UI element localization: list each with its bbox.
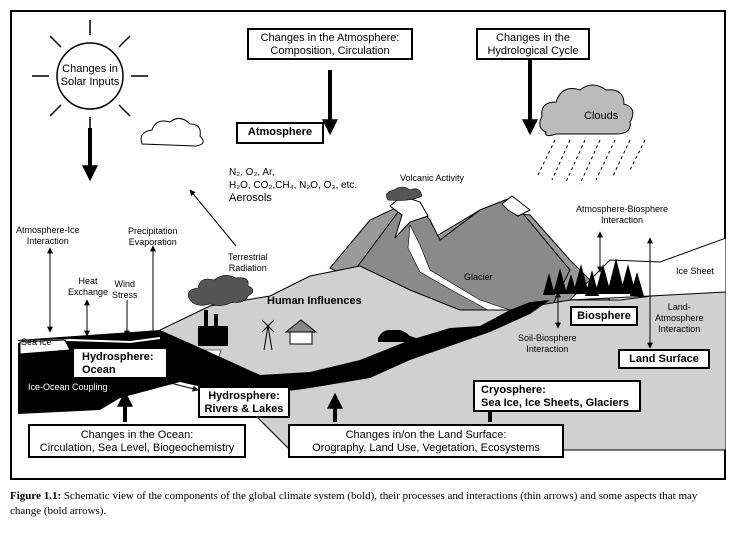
figure-caption: Figure 1.1: Schematic view of the compon… xyxy=(10,489,726,519)
heat-exchange-label: Heat Exchange xyxy=(68,276,109,297)
ocean-changes-box: Changes in the Ocean: Circulation, Sea L… xyxy=(28,424,246,458)
land-atmosphere-label: Land- Atmosphere Interaction xyxy=(655,302,704,334)
volcano-smoke-icon xyxy=(386,186,423,201)
land-surface-box: Land Surface xyxy=(618,349,710,369)
car-icon xyxy=(378,330,416,342)
ice-sheet-label: Ice Sheet xyxy=(676,266,715,276)
caption-text: Schematic view of the components of the … xyxy=(10,490,698,517)
precipitation-label: Precipitation Evaporation xyxy=(128,226,178,247)
atmosphere-changes-box: Changes in the Atmosphere: Composition, … xyxy=(247,28,413,60)
biosphere-box: Biosphere xyxy=(570,306,638,326)
hydrosphere-rivers-box: Hydrosphere: Rivers & Lakes xyxy=(198,386,290,418)
windmill-icon xyxy=(261,319,275,351)
cloud-icon xyxy=(140,118,204,147)
terrestrial-radiation-label: Terrestrial Radiation xyxy=(228,252,268,273)
soil-biosphere-label: Soil-Biosphere Interaction xyxy=(518,333,577,354)
cloud-icon xyxy=(539,84,634,137)
solar-inputs-label: Changes in Solar Inputs xyxy=(60,63,120,88)
house-icon xyxy=(284,319,318,345)
smoke-icon xyxy=(187,275,254,306)
gases-label: N₂, O₂, Ar, H₂O, CO₂,CH₄, N₂O, O₃, etc. … xyxy=(229,167,358,204)
sea-ice-label: Sea Ice xyxy=(21,337,52,347)
volcanic-activity-label: Volcanic Activity xyxy=(400,173,465,183)
human-influences-label: Human Influences xyxy=(267,295,362,307)
factory-icon xyxy=(198,310,228,346)
atmosphere-box: Atmosphere xyxy=(236,122,324,144)
clouds-label: Clouds xyxy=(584,110,619,122)
ice-ocean-coupling-label: Ice-Ocean Coupling xyxy=(28,382,108,392)
glacier-label: Glacier xyxy=(464,272,493,282)
diagram-frame: Changes in Solar Inputs Changes in the A… xyxy=(10,10,726,480)
atmosphere-biosphere-label: Atmosphere-Biosphere Interaction xyxy=(576,204,669,225)
hydrosphere-ocean-box: Hydrosphere: Ocean xyxy=(72,347,168,379)
atmosphere-ice-label: Atmosphere-Ice Interaction xyxy=(16,225,80,246)
land-changes-box: Changes in/on the Land Surface: Orograph… xyxy=(288,424,564,458)
sun-icon xyxy=(32,20,148,128)
cryosphere-box: Cryosphere: Sea Ice, Ice Sheets, Glacier… xyxy=(473,380,641,412)
trees-icon xyxy=(543,258,644,296)
figure-label: Figure 1.1: xyxy=(10,490,62,502)
wind-stress-label: Wind Stress xyxy=(112,279,138,300)
hydrological-changes-box: Changes in the Hydrological Cycle xyxy=(476,28,590,60)
